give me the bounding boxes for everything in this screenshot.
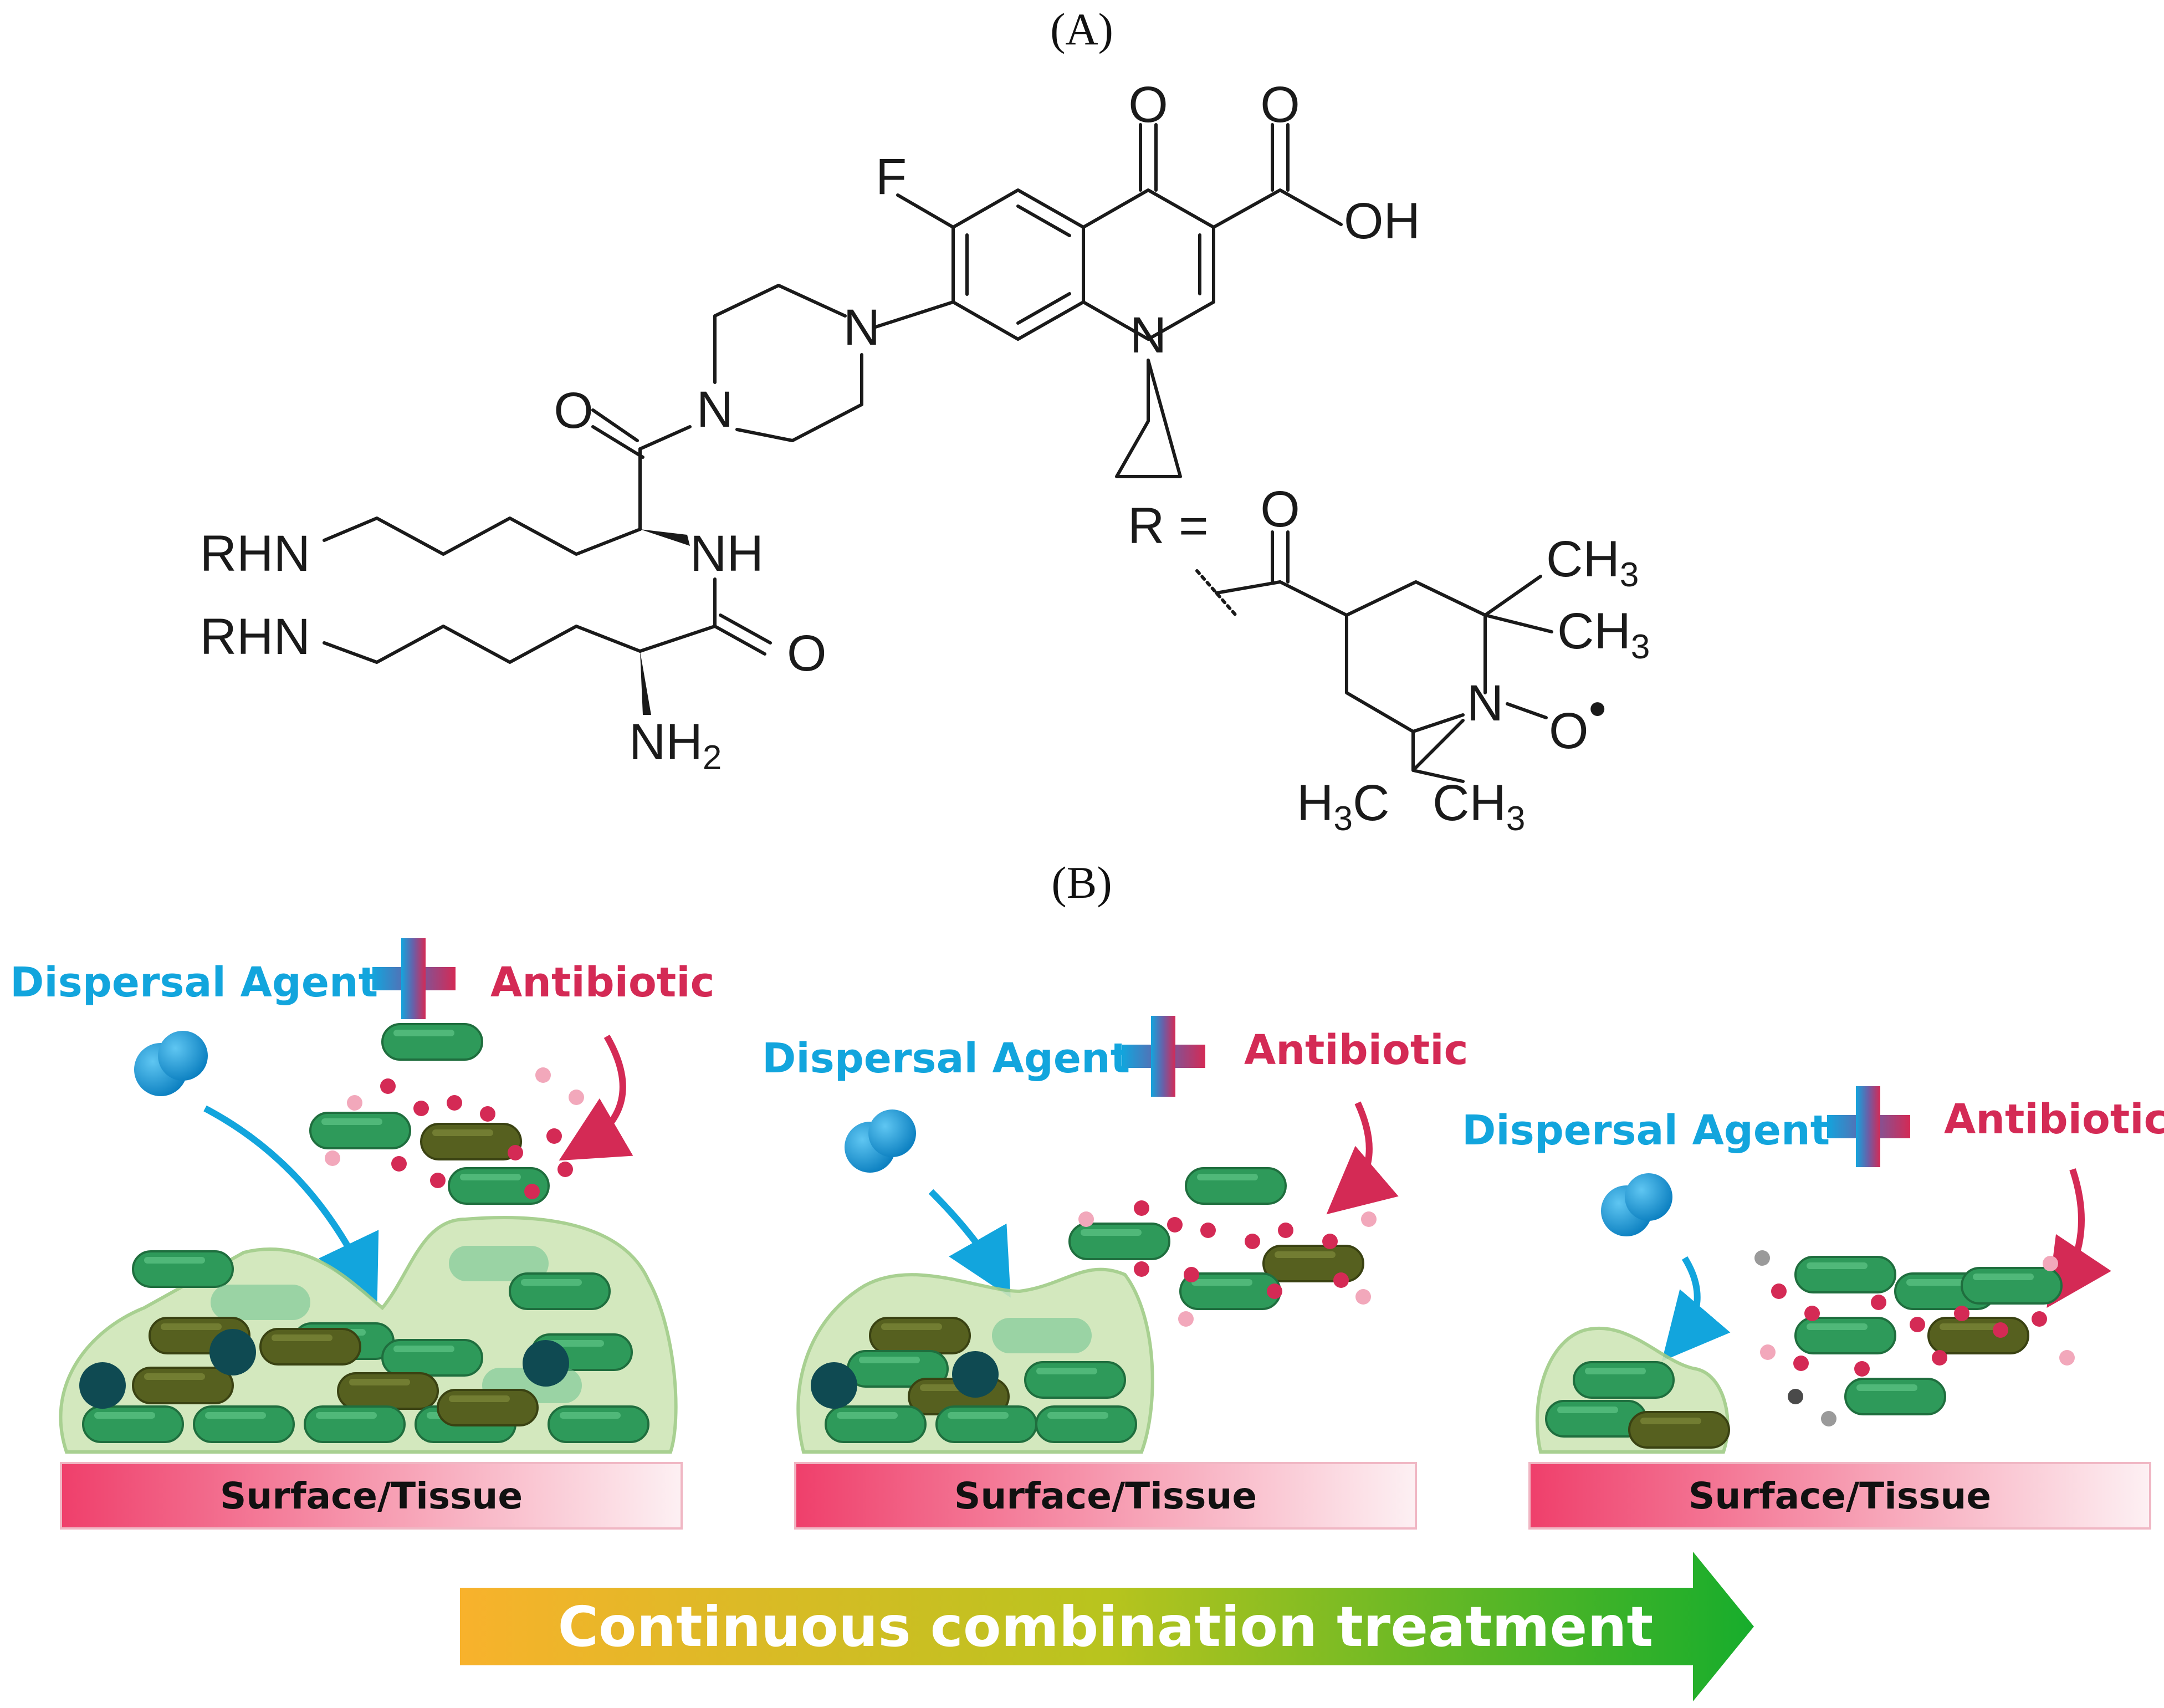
dispersal-agent-label: Dispersal Agent <box>762 1035 1130 1082</box>
cyclopropyl <box>1115 359 1182 478</box>
surface-tissue-label: Surface/Tissue <box>954 1475 1257 1517</box>
atom-n-pip-bottom: N <box>697 381 733 438</box>
panel-a: (A) O O OH F N N N <box>200 4 1650 838</box>
amide-double-bond <box>591 408 644 459</box>
dispersed-cluster <box>1068 1167 1377 1327</box>
atom-o-acid: O <box>1260 76 1300 133</box>
antibiotic-label: Antibiotic <box>1244 1026 1468 1074</box>
dispersal-molecule-icon <box>134 1031 208 1096</box>
r-carbonyl <box>1271 530 1290 584</box>
surface-tissue-bar <box>794 1462 1417 1530</box>
bacterium <box>132 1250 234 1288</box>
dispersal-agent-label: Dispersal Agent <box>10 959 378 1006</box>
dispersed-cluster <box>1754 1250 2075 1426</box>
acid-bond <box>1212 188 1343 229</box>
surface-tissue-bar <box>1528 1462 2151 1530</box>
surface-tissue-bar <box>60 1462 683 1530</box>
dispersed-cluster <box>309 1023 584 1205</box>
dead-cell <box>79 1362 126 1409</box>
benzene-double-bonds <box>965 204 1071 325</box>
r-h3c: H3C <box>1297 775 1389 838</box>
methyl-bonds-top <box>1483 575 1553 633</box>
lysine-chain-2 <box>323 625 642 664</box>
r-ch3-c: CH3 <box>1433 775 1525 838</box>
antibiotic-arrow <box>2047 1168 2111 1308</box>
fluoro-bond <box>896 193 955 229</box>
atom-n-pip-top: N <box>843 299 880 356</box>
treatment-arrow-label: Continuous combination treatment <box>558 1594 1654 1659</box>
dispersal-molecule-icon <box>845 1109 916 1173</box>
plus-icon <box>1827 1086 1910 1167</box>
atom-rhn-2: RHN <box>200 608 310 665</box>
r-equals: R = <box>1128 498 1209 554</box>
surface-tissue-label: Surface/Tissue <box>1689 1475 1991 1517</box>
atom-nh2: NH2 <box>629 714 722 777</box>
n-o-bond <box>1506 702 1548 719</box>
panel-a-label: (A) <box>1050 4 1113 54</box>
piperazine-ring <box>713 284 863 442</box>
r-atom-o-radical: O• <box>1549 681 1607 759</box>
lysine-chain-1 <box>323 517 642 556</box>
amide-bond <box>638 425 692 451</box>
stereo-wedge-1 <box>640 529 690 546</box>
atom-f: F <box>876 149 907 205</box>
dispersal-agent-label: Dispersal Agent <box>1462 1107 1830 1154</box>
panel-b: (B) Dispersal Agent Antibiotic <box>10 857 2164 1701</box>
dispersal-arrow <box>1661 1256 1731 1362</box>
antibiotic-arrow <box>559 1035 633 1161</box>
antibiotic-label: Antibiotic <box>1944 1096 2164 1143</box>
atom-o-amide2: O <box>787 625 827 682</box>
atom-o-amide: O <box>554 382 594 439</box>
stage-2: Dispersal Agent Antibiotic <box>762 1016 1468 1530</box>
r-bond-1 <box>1215 580 1282 595</box>
stereo-wedge-2 <box>640 651 651 715</box>
amide2-double <box>713 613 772 656</box>
stage-3: Dispersal Agent Antibiotic <box>1462 1086 2164 1530</box>
surface-tissue-label: Surface/Tissue <box>220 1475 523 1517</box>
atom-n-quinolone: N <box>1130 307 1167 364</box>
antibiotic-label: Antibiotic <box>490 959 714 1006</box>
r-ch3-b: CH3 <box>1557 603 1650 666</box>
n-aryl-bond <box>874 300 955 329</box>
r-atom-o: O <box>1260 481 1300 538</box>
plus-icon <box>1122 1016 1205 1097</box>
r-ch3-a: CH3 <box>1546 531 1639 594</box>
dispersal-arrow <box>203 1105 379 1305</box>
r-group: R = O CH3 CH3 N O• H3C CH3 <box>1128 481 1650 838</box>
panel-b-label: (B) <box>1051 857 1112 908</box>
piperidine-ring <box>1278 580 1487 733</box>
atom-nh: NH <box>690 525 764 582</box>
antibiotic-arrow <box>1326 1101 1399 1215</box>
stage-1: Dispersal Agent Antibiotic <box>10 938 714 1530</box>
treatment-arrow-shape <box>460 1552 1754 1701</box>
acid-carbonyl-bond <box>1271 123 1290 192</box>
amide2-bond <box>638 577 717 653</box>
treatment-arrow: Continuous combination treatment <box>460 1552 1754 1701</box>
dispersal-molecule-icon <box>1601 1173 1672 1236</box>
piperazine-close <box>735 428 794 442</box>
benzene-ring <box>951 188 1085 341</box>
pyridone-ring <box>1082 188 1215 341</box>
keto-bond <box>1139 123 1158 192</box>
methyl-bonds-bottom <box>1411 719 1465 783</box>
r-atom-n: N <box>1467 675 1503 732</box>
dispersal-arrow <box>928 1189 1011 1298</box>
plus-icon <box>372 938 456 1019</box>
atom-oh: OH <box>1344 193 1420 249</box>
chemical-structure: O O OH F N N N O NH <box>200 76 1420 777</box>
atom-o-keto: O <box>1128 76 1168 133</box>
atom-rhn-1: RHN <box>200 525 310 582</box>
